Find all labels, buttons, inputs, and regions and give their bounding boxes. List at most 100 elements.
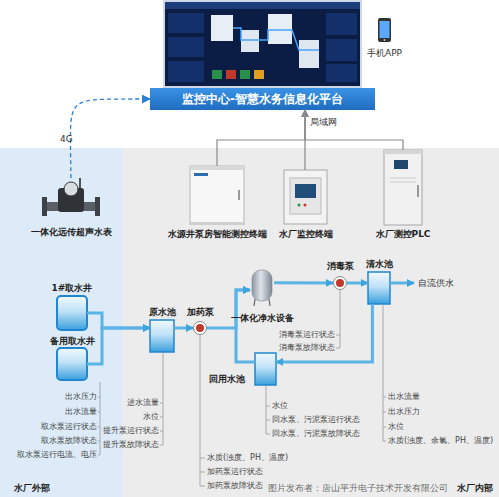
- plc-node: 水厂测控PLC: [384, 150, 422, 225]
- platform-screenshot: [165, 2, 360, 86]
- purifier-tank-icon: [252, 270, 272, 306]
- signal-label: 水位: [388, 422, 404, 432]
- node-label: 清水池: [366, 258, 393, 270]
- signal-label: 出水压力: [388, 407, 420, 417]
- node-label: 加药泵: [187, 306, 214, 318]
- leader-line: [200, 335, 205, 486]
- terminal-cabinet-icon: [290, 178, 321, 214]
- node-label: 回用水池: [209, 373, 245, 385]
- signal-label: 消毒泵运行状态: [279, 330, 335, 340]
- terminal-cabinet-icon: [394, 160, 408, 169]
- platform-screenshot: [165, 2, 360, 9]
- ultrasonic-meter-icon: [79, 178, 81, 188]
- phone-icon: [378, 18, 391, 42]
- phone-icon: [380, 21, 390, 38]
- edge-label: 局域网: [310, 117, 337, 127]
- signal-label: 取水泵故障状态: [41, 436, 97, 446]
- platform-screenshot: [168, 37, 204, 57]
- platform-screenshot: [240, 70, 250, 79]
- signal-label: 进水流量: [127, 398, 159, 408]
- terminal-cabinet-icon: [384, 150, 422, 154]
- platform-screenshot: [163, 0, 362, 88]
- pump-icon: [334, 277, 347, 290]
- ultrasonic-meter-icon: [42, 202, 100, 211]
- terminal-cabinet-icon: [298, 204, 301, 207]
- signal-label: 水质(浊度、PH、温度): [207, 453, 288, 463]
- terminal-cabinet-icon: [390, 182, 416, 183]
- water-pipe: [274, 281, 333, 284]
- pump-icon: [194, 322, 207, 335]
- terminal-cabinet-icon: [390, 178, 416, 179]
- water-pipe: [207, 290, 250, 328]
- pool-icon: [368, 272, 390, 304]
- inside-band: 水厂内部水源井泵房智能测控终端水厂监控终端水厂测控PLC原水池加药泵一体化净水设…: [122, 148, 499, 497]
- platform-screenshot: [168, 61, 204, 82]
- platform-screenshot: [233, 28, 319, 50]
- terminal-cabinet-icon: [190, 166, 244, 170]
- signal-label: 提升泵运行状态: [103, 426, 159, 436]
- wireless-link: [70, 99, 150, 178]
- node-label: 1#取水井: [52, 282, 93, 294]
- platform-screenshot: [241, 30, 259, 52]
- pump-icon: [196, 324, 204, 332]
- pool-icon: [255, 353, 276, 385]
- node-label: 水厂外部: [14, 482, 50, 494]
- terminal-cabinet-icon: [304, 204, 307, 207]
- well-node: 1#取水井: [57, 296, 87, 330]
- signal-label: 消毒泵故障状态: [279, 343, 335, 353]
- node-label: 一体化净水设备: [231, 312, 294, 324]
- purifier-tank-icon: [269, 299, 270, 306]
- node-label: 水厂监控终端: [279, 228, 333, 240]
- terminal-cabinet-icon: [194, 173, 208, 176]
- pool-node: 原水池: [150, 320, 174, 352]
- node-label: 水源井泵房智能测控终端: [168, 228, 267, 240]
- signal-label: 加药泵运行状态: [207, 467, 263, 477]
- platform-screenshot: [226, 70, 236, 79]
- well-icon: [57, 348, 87, 380]
- signal-label: 自流供水: [418, 278, 454, 288]
- outflow-pipe: [390, 283, 414, 284]
- signal-label: 水位: [272, 401, 288, 411]
- pump-icon: [336, 279, 344, 287]
- platform-screenshot: [326, 39, 357, 61]
- node-label: 手机APP: [367, 47, 402, 59]
- terminal-cabinet-icon: [189, 150, 422, 225]
- watermark: 图片发布者：唐山平升电子技术开发有限公司: [268, 483, 448, 493]
- platform-screenshot: [268, 14, 292, 44]
- node-label: 备用取水井: [50, 335, 95, 347]
- signal-label: 取水泵运行电流、电压: [17, 450, 97, 460]
- pump-node: 消毒泵: [333, 276, 347, 290]
- mobile-app: 手机APP: [378, 18, 391, 42]
- phone-icon: [378, 18, 391, 42]
- well-icon: [57, 296, 87, 330]
- edge-label: 4G: [60, 134, 73, 144]
- platform-screenshot: [254, 70, 264, 79]
- purifier-tank-icon: [252, 270, 272, 301]
- pool-node: 回用水池: [255, 353, 276, 385]
- leader-line: [98, 382, 100, 455]
- platform-screenshot: [326, 13, 357, 35]
- water-pipe: [347, 281, 368, 284]
- outflow-pipe: [390, 282, 414, 285]
- ultrasonic-meter-icon: [58, 188, 84, 212]
- node-label: 水厂测控PLC: [376, 228, 431, 240]
- pump-icon: [194, 277, 347, 335]
- well-icon: [57, 296, 87, 380]
- signal-label: 出水压力: [65, 392, 97, 402]
- terminal-cabinet-icon: [295, 184, 316, 198]
- terminal-cabinet-icon: [384, 150, 422, 225]
- ultrasonic-meter-icon: [42, 197, 47, 216]
- purifier-node: 一体化净水设备: [250, 268, 274, 306]
- signal-label: 取水泵运行状态: [41, 422, 97, 432]
- terminal-cabinet-icon: [417, 185, 419, 197]
- ultrasonic-meter-icon: [42, 178, 100, 216]
- platform-screenshot: [326, 64, 357, 82]
- leader-line: [160, 352, 163, 445]
- signal-label: 出水流量: [65, 407, 97, 417]
- node-label: 一体化远传超声水表: [31, 226, 112, 238]
- node-label: 水厂内部: [457, 482, 493, 494]
